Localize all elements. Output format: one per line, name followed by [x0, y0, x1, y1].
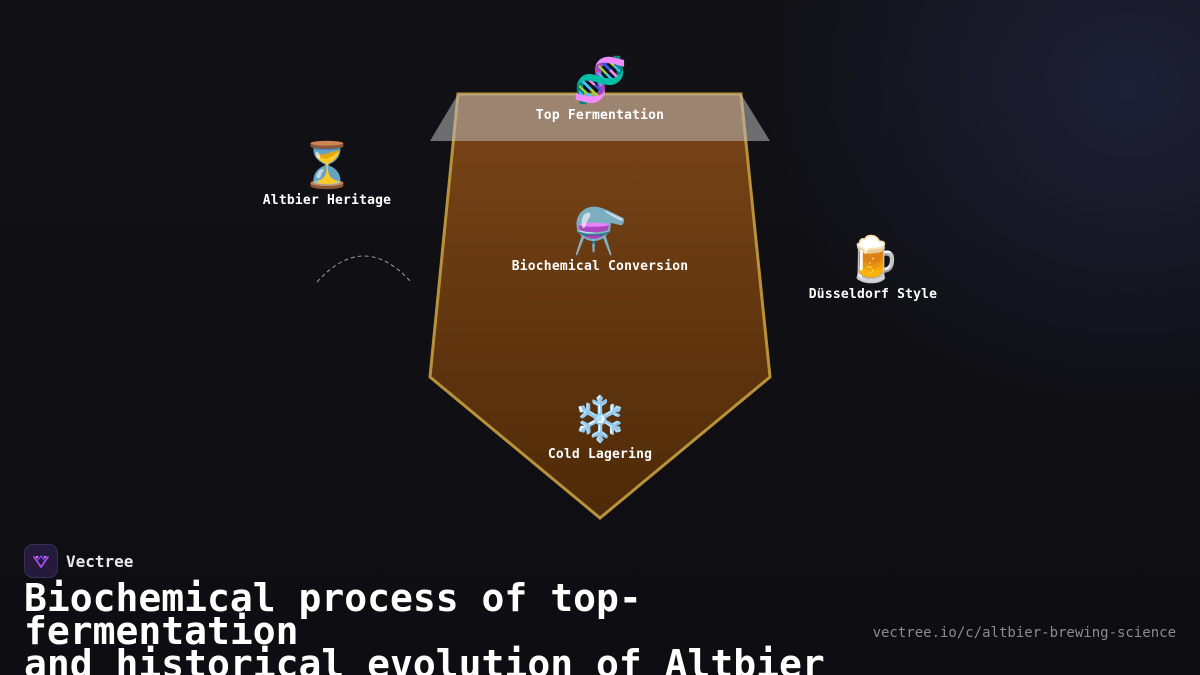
source-url-link[interactable]: vectree.io/c/altbier-brewing-science [872, 625, 1176, 641]
snowflake-icon: ❄️ [572, 394, 628, 445]
node-label: Cold Lagering [547, 447, 653, 462]
node-cold-lagering: ❄️ Cold Lagering [547, 394, 653, 463]
vectree-logo-icon [24, 544, 58, 578]
brand-name: Vectree [66, 551, 134, 571]
flask-icon: ⚗️ [572, 206, 628, 257]
node-label: Altbier Heritage [262, 193, 392, 208]
node-label: Top Fermentation [535, 108, 665, 123]
node-dusseldorf-style: 🍺 Düsseldorf Style [808, 234, 938, 303]
node-biochemical-conversion: ⚗️ Biochemical Conversion [511, 206, 689, 275]
node-label: Biochemical Conversion [511, 259, 689, 274]
node-label: Düsseldorf Style [808, 287, 938, 302]
brand[interactable]: Vectree [24, 544, 133, 578]
title-line-1: Biochemical process of top-fermentation [24, 576, 642, 653]
beer-foam [430, 94, 770, 141]
page-title: Biochemical process of top-fermentation … [24, 579, 884, 675]
beer-mug-icon: 🍺 [845, 234, 901, 285]
hourglass-icon: ⏳ [299, 140, 355, 191]
node-altbier-heritage: ⏳ Altbier Heritage [262, 140, 392, 209]
node-top-fermentation: 🧬 Top Fermentation [535, 55, 665, 124]
dashed-connector-arc [316, 255, 412, 283]
dna-icon: 🧬 [572, 55, 628, 106]
title-line-2: and historical evolution of Altbier [24, 642, 825, 675]
